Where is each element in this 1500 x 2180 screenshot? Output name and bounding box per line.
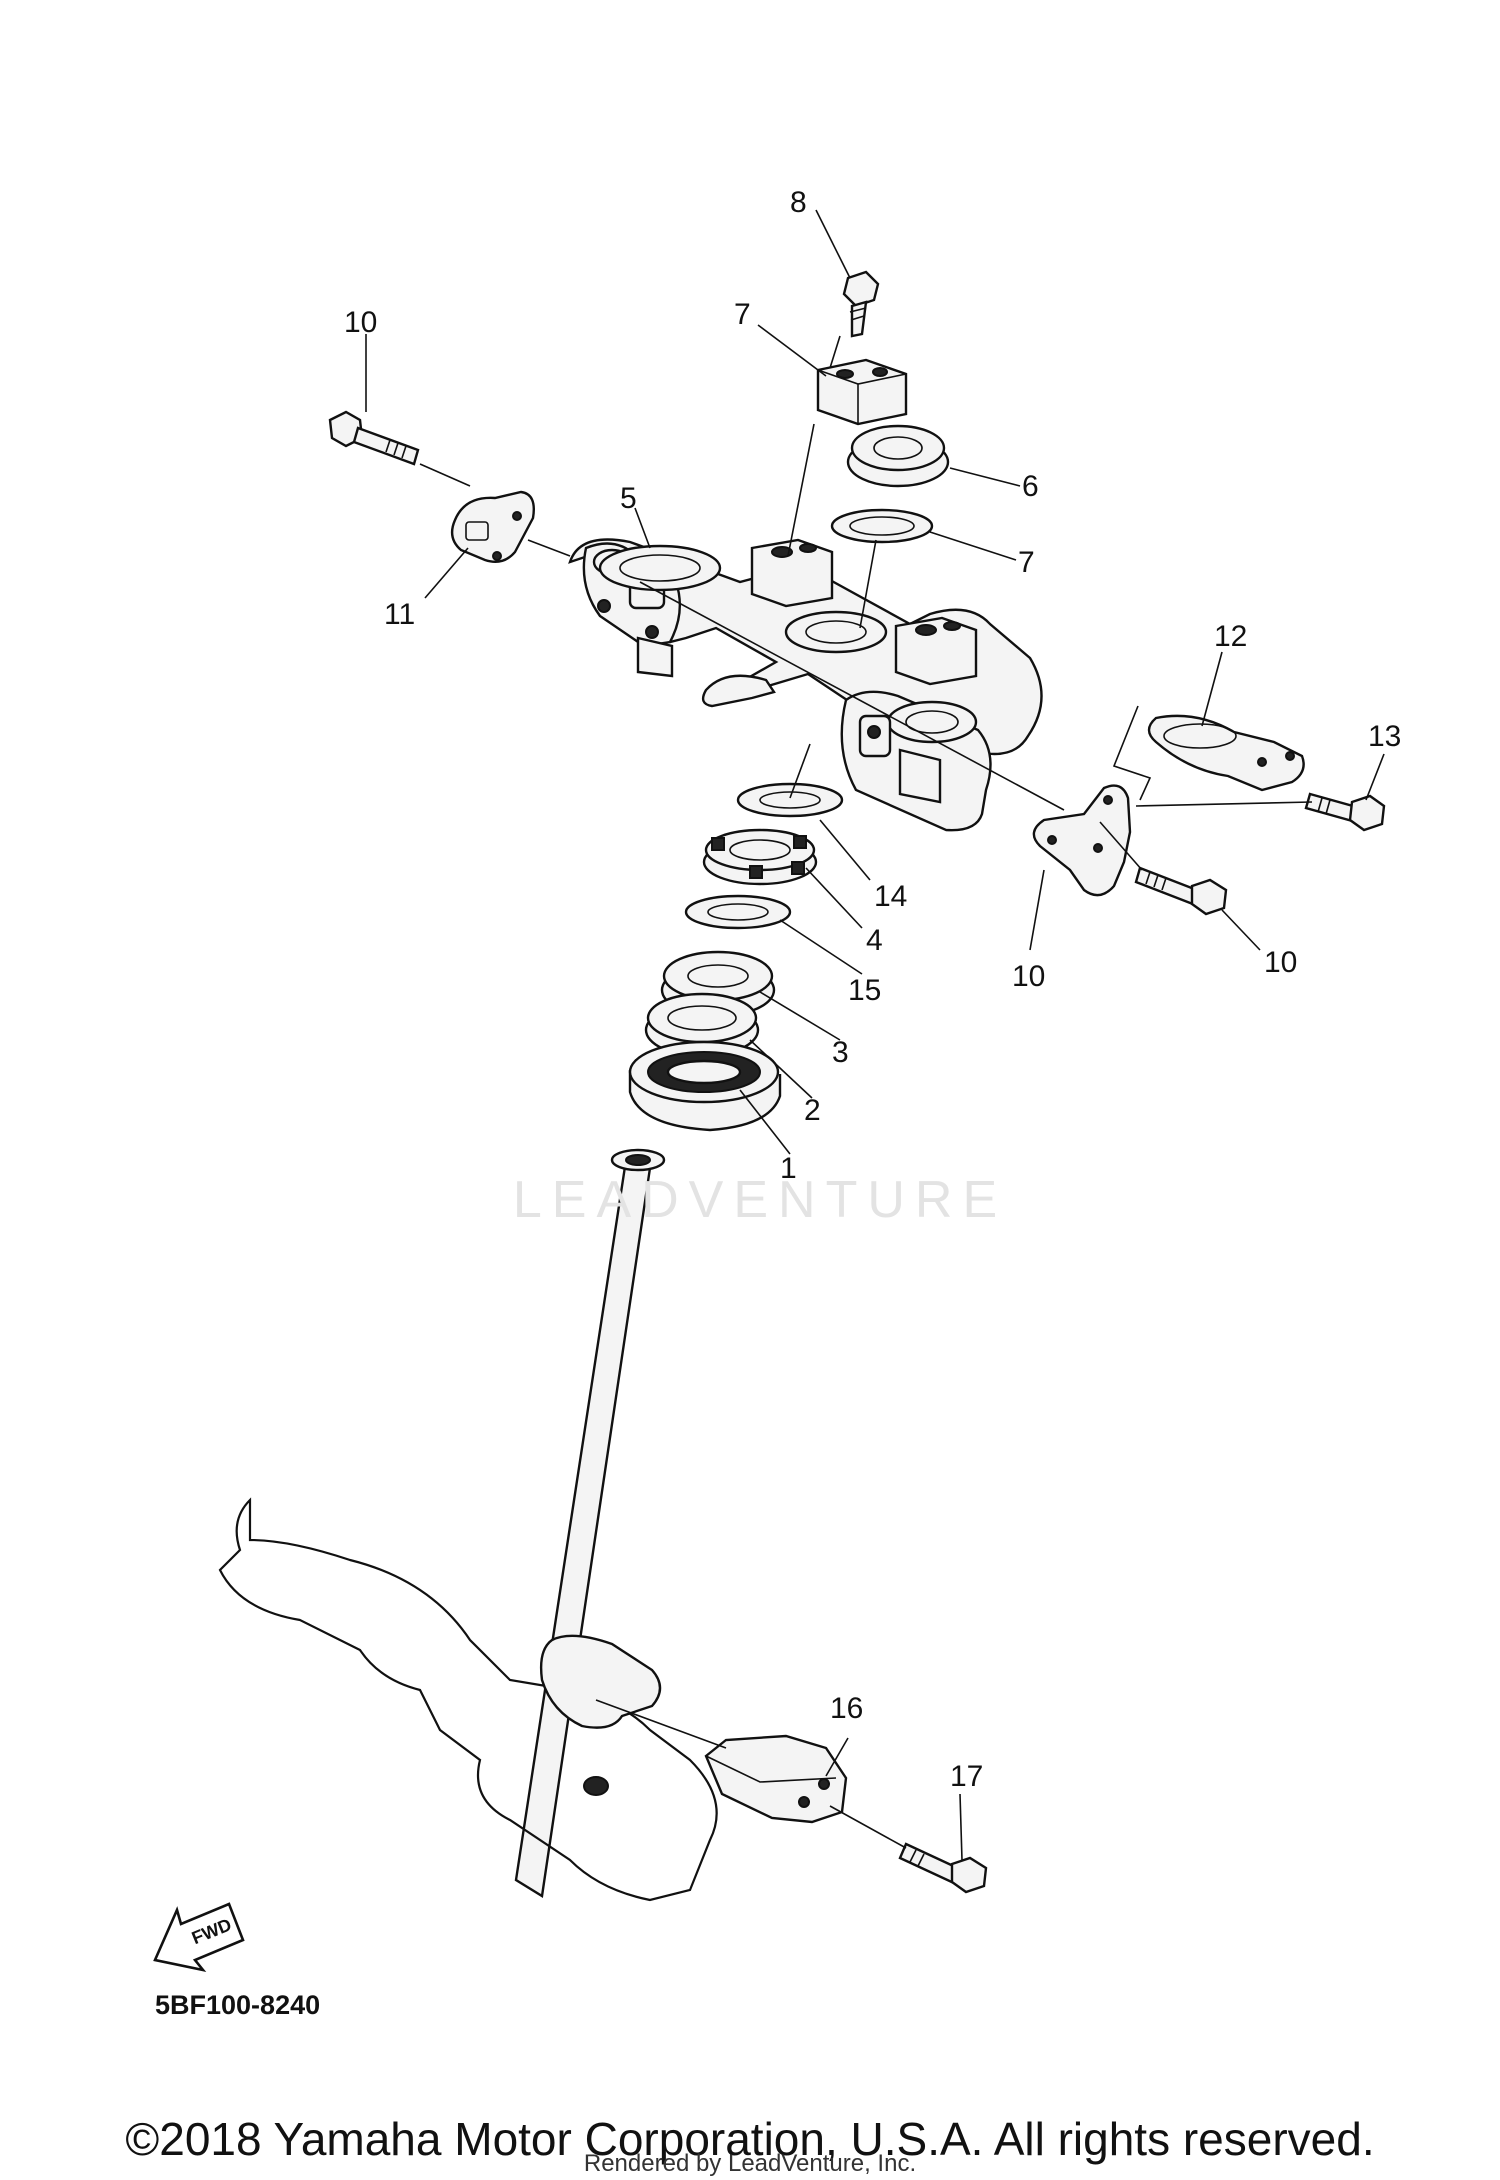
fwd-arrow-icon: FWD bbox=[153, 1902, 245, 1973]
part-8-handlebar-holder[interactable] bbox=[816, 358, 908, 426]
part-10-bolt-right[interactable] bbox=[1134, 866, 1228, 916]
copyright-text: ©2018 Yamaha Motor Corporation, U.S.A. A… bbox=[125, 2113, 1375, 2165]
callout-10-right: 10 bbox=[1264, 946, 1297, 979]
callout-8: 7 bbox=[734, 298, 751, 331]
assembly-lines bbox=[419, 335, 1313, 1849]
callout-7: 7 bbox=[1018, 546, 1035, 579]
callout-15-upper: 14 bbox=[874, 880, 907, 913]
callout-3: 3 bbox=[832, 1036, 849, 1069]
part-1-bearing[interactable] bbox=[628, 1040, 782, 1132]
callout-9: 8 bbox=[790, 186, 807, 219]
watermark: LEADVENTURE bbox=[512, 1171, 1008, 1229]
leader-lines bbox=[365, 209, 1385, 1861]
part-12-plate[interactable] bbox=[450, 490, 535, 563]
callout-labels: 8 7 10 5 6 7 11 12 13 14 4 15 10 10 3 2 … bbox=[344, 186, 1401, 1793]
callout-12: 11 bbox=[384, 598, 415, 631]
part-11-plate[interactable] bbox=[1032, 784, 1132, 897]
callout-6: 6 bbox=[1022, 470, 1039, 503]
callout-15-lower: 15 bbox=[848, 974, 881, 1007]
callout-17: 17 bbox=[950, 1760, 983, 1793]
part-14-bolt[interactable] bbox=[1304, 792, 1386, 832]
part-4-ring-nut[interactable] bbox=[702, 828, 818, 886]
callout-16: 16 bbox=[830, 1692, 863, 1725]
part-6-damper[interactable] bbox=[846, 424, 950, 488]
part-5-upper-bracket[interactable] bbox=[568, 538, 1043, 832]
callout-5: 5 bbox=[620, 482, 637, 515]
callout-10-left: 10 bbox=[344, 306, 377, 339]
callout-4: 4 bbox=[866, 924, 883, 957]
rendered-by-text: Rendered by LeadVenture, Inc. bbox=[583, 2150, 917, 2177]
part-17-bolt[interactable] bbox=[898, 1842, 988, 1894]
part-13-stay[interactable] bbox=[1112, 705, 1305, 801]
callout-1: 1 bbox=[780, 1152, 797, 1185]
callout-13: 12 bbox=[1214, 620, 1247, 653]
drawing-code: 5BF100-8240 bbox=[155, 1990, 321, 2020]
callout-14: 13 bbox=[1368, 720, 1401, 753]
part-7-washer[interactable] bbox=[830, 508, 934, 544]
callout-11: 10 bbox=[1012, 960, 1045, 993]
part-10-bolt-left[interactable] bbox=[328, 410, 420, 466]
part-9-bolt[interactable] bbox=[842, 270, 880, 338]
part-15-washer-upper[interactable] bbox=[736, 782, 844, 818]
callout-2: 2 bbox=[804, 1094, 821, 1127]
part-16-steering-stem[interactable] bbox=[218, 1148, 848, 1902]
part-15-washer-lower[interactable] bbox=[684, 894, 792, 930]
